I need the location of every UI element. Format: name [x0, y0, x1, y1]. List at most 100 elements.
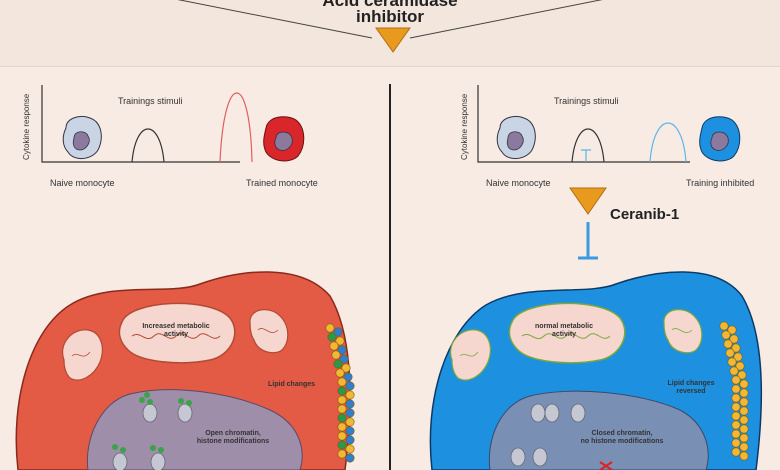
lipid-bead: [335, 368, 345, 378]
lipid-bead: [337, 345, 347, 355]
ceranib-triangle: [569, 187, 607, 215]
lipid-bead: [337, 440, 347, 450]
lipid-bead: [731, 438, 741, 448]
lipid-bead: [337, 422, 347, 432]
left-chromatin-label: Open chromatin, histone modifications: [178, 430, 288, 446]
left-first-stimulus-curve: [131, 128, 165, 163]
right-small-mitochondrion-1: [450, 329, 491, 381]
lipid-bead: [325, 323, 335, 333]
ceranib-label: Ceranib-1: [610, 206, 680, 223]
left-naive-monocyte-icon: [62, 115, 102, 159]
lipid-bead: [345, 426, 355, 436]
right-mito-label-line-2: activity: [551, 331, 577, 338]
left-mito-label: Increased metabolic activity: [128, 323, 224, 339]
inhibition-bar: [578, 222, 598, 260]
right-mito-label-line-1: normal metabolic: [535, 323, 593, 330]
lipid-bead: [731, 384, 741, 394]
lipid-bead: [731, 402, 741, 412]
lipid-bead: [739, 379, 749, 389]
right-mito-label: normal metabolic activity: [516, 323, 612, 339]
right-inhibited-cell: [429, 271, 763, 470]
lipid-bead: [723, 339, 733, 349]
right-chromatin-nucleosomes: [510, 403, 613, 470]
right-inhibited-monocyte-icon: [699, 116, 741, 162]
right-lipid-label: Lipid changes reversed: [656, 380, 726, 396]
lipid-bead: [729, 366, 739, 376]
lipid-bead: [731, 375, 741, 385]
lipid-bead: [727, 325, 737, 335]
header-connector-right: [409, 0, 603, 39]
lipid-bead: [345, 453, 355, 463]
lipid-bead: [719, 321, 729, 331]
left-stimuli-label: Trainings stimuli: [118, 96, 183, 106]
panel-divider: [389, 84, 391, 470]
lipid-bead: [725, 348, 735, 358]
right-stimuli-label: Trainings stimuli: [554, 96, 619, 106]
lipid-bead: [345, 381, 355, 391]
left-chromatin-nucleosomes: [112, 392, 193, 470]
lipid-bead: [343, 372, 353, 382]
lipid-bead: [739, 451, 749, 461]
left-y-axis-label: Cytokine response: [22, 93, 31, 160]
lipid-bead: [739, 388, 749, 398]
left-chromatin-label-line-1: Open chromatin,: [205, 430, 261, 437]
lipid-bead: [341, 363, 351, 373]
lipid-bead: [335, 336, 345, 346]
lipid-bead: [345, 444, 355, 454]
lipid-bead: [729, 334, 739, 344]
left-chromatin-label-line-2: histone modifications: [196, 438, 270, 445]
lipid-bead: [345, 417, 355, 427]
title-line-2: inhibitor: [356, 7, 424, 26]
lipid-bead: [731, 343, 741, 353]
lipid-bead: [739, 397, 749, 407]
right-chromatin-label-line-1: Closed chromatin,: [591, 430, 653, 437]
right-small-mitochondrion-2: [663, 309, 703, 354]
right-response-chart: [477, 85, 741, 163]
right-y-axis-label: Cytokine response: [460, 93, 469, 160]
lipid-bead: [337, 395, 347, 405]
lipid-bead: [345, 408, 355, 418]
lipid-bead: [337, 449, 347, 459]
lipid-bead: [337, 386, 347, 396]
lipid-bead: [345, 399, 355, 409]
lipid-bead: [327, 332, 337, 342]
left-lipid-label: Lipid changes: [268, 381, 316, 388]
left-trained-peak-curve: [219, 92, 253, 163]
right-membrane-lipids: [719, 321, 749, 461]
lipid-bead: [737, 370, 747, 380]
lipid-bead: [731, 411, 741, 421]
left-small-mitochondrion-1: [62, 329, 103, 381]
right-inhibited-label: Training inhibited: [686, 178, 755, 188]
left-trained-label: Trained monocyte: [246, 178, 318, 188]
left-main-mitochondrion: [118, 302, 236, 364]
lipid-bead: [345, 435, 355, 445]
right-small-inhibit-mark: [581, 149, 591, 162]
lipid-bead: [739, 433, 749, 443]
lipid-bead: [731, 447, 741, 457]
left-small-mitochondrion-2: [249, 309, 289, 354]
left-mito-label-line-1: Increased metabolic: [142, 323, 210, 330]
right-chromatin-label-line-2: no histone modifications: [580, 438, 664, 445]
right-naive-label: Naive monocyte: [486, 178, 551, 188]
lipid-bead: [739, 424, 749, 434]
lipid-bead: [337, 404, 347, 414]
header-divider: [0, 66, 780, 67]
lipid-bead: [739, 442, 749, 452]
lipid-bead: [739, 406, 749, 416]
lipid-bead: [329, 341, 339, 351]
lipid-bead: [731, 393, 741, 403]
lipid-bead: [731, 429, 741, 439]
lipid-bead: [339, 354, 349, 364]
title-line-1: Acid ceramidase: [322, 0, 458, 10]
header-connector-left: [177, 0, 373, 39]
right-lipid-label-line-1: Lipid changes: [667, 380, 715, 387]
left-response-chart: [41, 85, 305, 163]
lipid-bead: [735, 361, 745, 371]
lipid-bead: [721, 330, 731, 340]
right-naive-monocyte-icon: [496, 115, 536, 159]
lipid-bead: [727, 357, 737, 367]
left-mito-label-line-2: activity: [163, 331, 189, 338]
lipid-bead: [333, 327, 343, 337]
lipid-bead: [333, 359, 343, 369]
